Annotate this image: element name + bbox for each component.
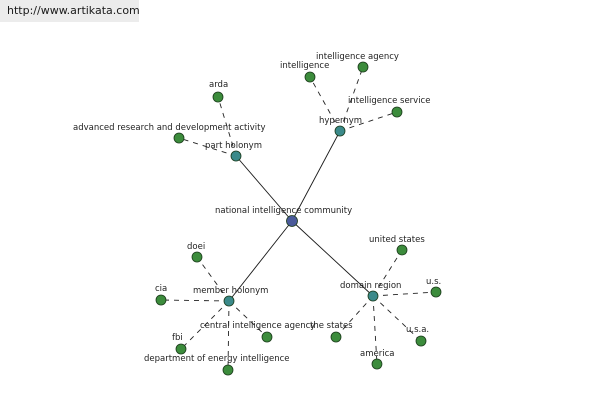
relation-label-part-holonym[interactable]: part holonym — [205, 141, 262, 151]
leaf-label-us[interactable]: u.s. — [426, 277, 441, 287]
center-node[interactable] — [286, 215, 298, 227]
edge-member-holonym — [228, 220, 293, 302]
relation-label-hypernym[interactable]: hypernym — [319, 116, 362, 126]
url-bar: http://www.artikata.com — [0, 0, 140, 22]
leaf-label-fbi[interactable]: fbi — [172, 333, 183, 343]
labels: national intelligence community hypernym p… — [73, 52, 441, 364]
edge-central-intelligence-agency — [228, 300, 268, 338]
leaf-label-central-intelligence-agency[interactable]: central intelligence agency — [200, 321, 315, 331]
leaf-label-intelligence[interactable]: intelligence — [280, 61, 329, 71]
edge-domain-region — [291, 220, 374, 297]
leaf-node-advanced-research[interactable] — [173, 132, 185, 144]
leaf-node-america[interactable] — [371, 358, 383, 370]
leaf-node-the-states[interactable] — [330, 331, 342, 343]
relation-label-domain-region[interactable]: domain region — [340, 281, 401, 291]
edge-intelligence-service — [339, 111, 398, 132]
edge-doe-intelligence — [227, 300, 230, 371]
leaf-label-doei[interactable]: doei — [187, 242, 205, 252]
leaf-label-arda[interactable]: arda — [209, 80, 228, 90]
relation-node-member-holonym[interactable] — [223, 295, 235, 307]
edge-intelligence — [309, 76, 341, 132]
leaf-node-doei[interactable] — [191, 251, 203, 263]
leaf-node-intelligence-agency[interactable] — [357, 61, 369, 73]
edge-hypernym — [291, 130, 341, 222]
leaf-node-united-states[interactable] — [396, 244, 408, 256]
edge-intelligence-agency — [339, 66, 364, 132]
relation-node-hypernym[interactable] — [334, 125, 346, 137]
leaf-label-advanced-research[interactable]: advanced research and development activi… — [73, 123, 266, 133]
edge-arda — [217, 96, 237, 157]
leaf-node-central-intelligence-agency[interactable] — [261, 331, 273, 343]
relation-node-part-holonym[interactable] — [230, 150, 242, 162]
leaf-node-usa[interactable] — [415, 335, 427, 347]
leaf-node-intelligence[interactable] — [304, 71, 316, 83]
edge-us — [372, 291, 437, 297]
edge-fbi — [180, 300, 230, 350]
edges — [160, 66, 437, 371]
leaf-node-doe-intelligence[interactable] — [222, 364, 234, 376]
leaf-label-usa[interactable]: u.s.a. — [406, 325, 429, 335]
leaf-label-doe-intelligence[interactable]: department of energy intelligence — [144, 354, 290, 364]
relation-label-member-holonym[interactable]: member holonym — [193, 286, 268, 296]
leaf-label-cia[interactable]: cia — [155, 284, 167, 294]
leaf-node-cia[interactable] — [155, 294, 167, 306]
leaf-label-intelligence-service[interactable]: intelligence service — [348, 96, 430, 106]
center-node-label[interactable]: national intelligence community — [215, 206, 352, 216]
edge-america — [372, 295, 378, 365]
leaf-node-arda[interactable] — [212, 91, 224, 103]
leaf-node-intelligence-service[interactable] — [391, 106, 403, 118]
edge-cia — [160, 299, 230, 302]
edge-part-holonym — [235, 155, 293, 222]
leaf-label-america[interactable]: america — [360, 349, 394, 359]
nodes — [155, 61, 442, 376]
leaf-node-fbi[interactable] — [175, 343, 187, 355]
edge-usa — [372, 295, 422, 342]
relation-node-domain-region[interactable] — [367, 290, 379, 302]
leaf-label-united-states[interactable]: united states — [369, 235, 425, 245]
leaf-node-us[interactable] — [430, 286, 442, 298]
site-url-link[interactable]: http://www.artikata.com — [7, 4, 140, 17]
leaf-label-intelligence-agency[interactable]: intelligence agency — [316, 52, 399, 62]
leaf-label-the-states[interactable]: the states — [310, 321, 353, 331]
